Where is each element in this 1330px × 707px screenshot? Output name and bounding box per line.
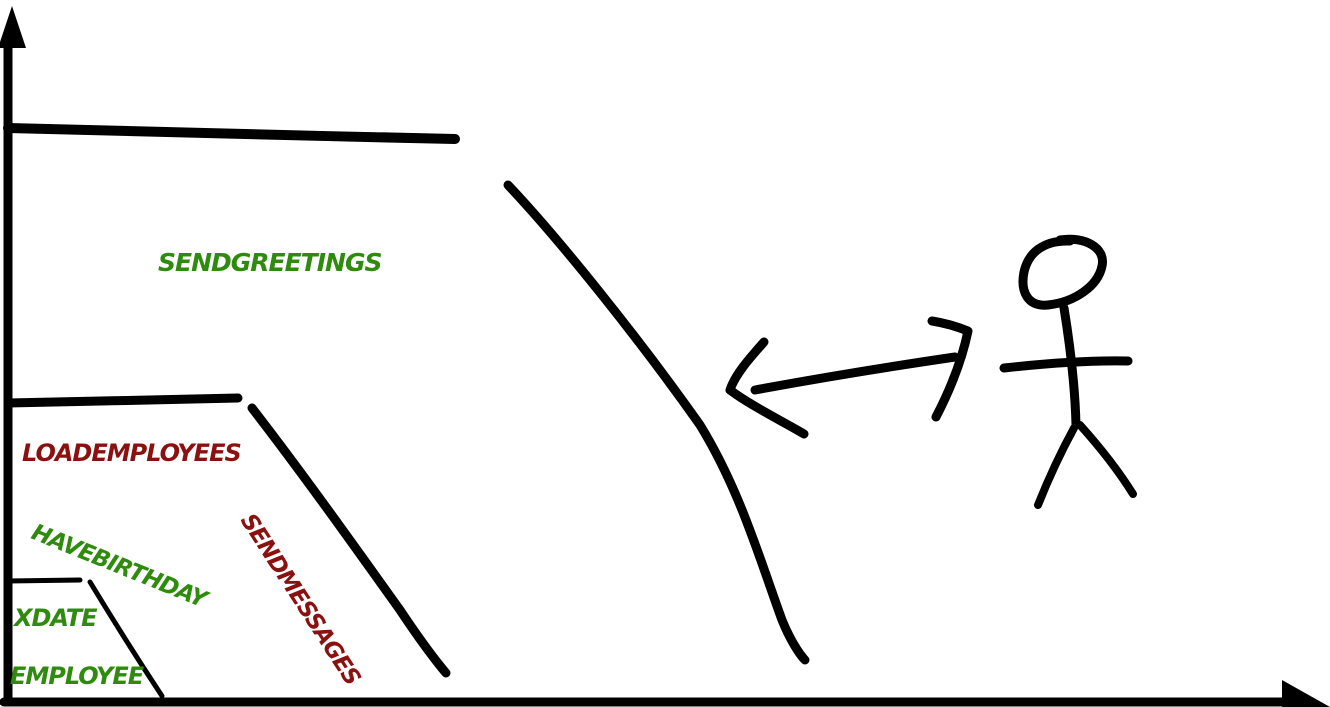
label-xdate: XDATE	[12, 604, 98, 632]
double-arrow-left-head	[725, 337, 809, 439]
inner-layer-top-boundary	[5, 577, 83, 584]
stick-figure-user	[999, 234, 1137, 509]
stick-figure-left-leg	[1034, 424, 1078, 509]
label-load-employees: LOADEMPLOYEES	[22, 439, 241, 467]
double-arrow-right-head	[927, 316, 973, 422]
inner-layer-slanted-boundary	[87, 579, 165, 699]
stick-figure-head	[1018, 234, 1107, 310]
stick-figure-right-leg	[1076, 421, 1137, 498]
label-employee: EMPLOYEE	[10, 662, 145, 690]
outer-layer-slanted-boundary	[503, 180, 810, 665]
outer-layer-top-boundary	[3, 123, 460, 144]
middle-layer-slanted-boundary	[247, 403, 451, 678]
label-have-birthday: HAVEBIRTHDAY	[28, 519, 213, 614]
x-axis-arrowhead	[1282, 680, 1330, 707]
middle-layer-top-boundary	[3, 393, 243, 408]
y-axis-arrowhead	[0, 6, 26, 48]
label-send-greetings: SENDGREETINGS	[158, 248, 382, 277]
stick-figure-arms	[999, 356, 1133, 373]
double-arrow-shaft	[750, 352, 960, 395]
